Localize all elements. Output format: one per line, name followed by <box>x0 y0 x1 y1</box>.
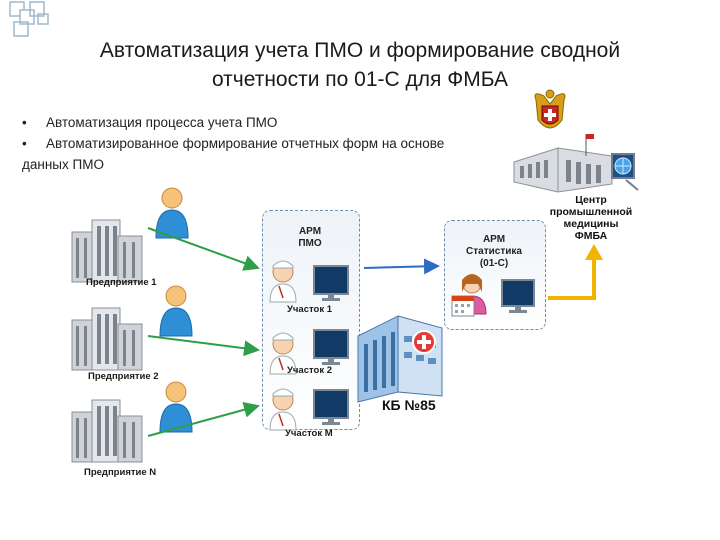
corner-squares <box>9 1 49 37</box>
building-icon <box>71 399 143 463</box>
hospital-icon <box>357 315 443 403</box>
building-icon <box>71 307 143 371</box>
nurse-icon <box>269 388 297 431</box>
bullet-symbol: • <box>22 136 27 151</box>
globe-icon <box>611 153 639 191</box>
building-icon <box>71 219 143 283</box>
calendar-icon <box>451 295 475 317</box>
coat-of-arms-icon <box>534 89 566 129</box>
arrow-head <box>585 244 603 260</box>
bullet-text: Автоматизация процесса учета ПМО <box>46 115 278 130</box>
enterprise-label: Предприятие 1 <box>86 277 157 288</box>
arm-statistics-label: АРМ Статистика (01-С) <box>466 234 522 269</box>
bullet-continuation: данных ПМО <box>22 157 104 172</box>
monitor-icon <box>313 389 349 425</box>
worker-icon <box>159 285 193 337</box>
flow-arrow <box>147 227 260 271</box>
nurse-icon <box>269 260 297 303</box>
center-label: Центр промышленной медицины ФМБА <box>549 194 633 242</box>
page-title: Автоматизация учета ПМО и формирование с… <box>99 39 621 91</box>
monitor-icon <box>313 329 349 365</box>
site-label: Участок 1 <box>287 304 332 315</box>
hospital-label: КБ №85 <box>382 397 436 413</box>
site-label: Участок М <box>285 428 333 439</box>
nurse-icon <box>269 332 297 375</box>
enterprise-label: Предприятие 2 <box>88 371 159 382</box>
bullet-item: • Автоматизированное формирование отчетн… <box>22 133 522 154</box>
monitor-icon <box>501 279 535 313</box>
enterprise-label: Предприятие N <box>84 467 157 478</box>
site-label: Участок 2 <box>287 365 332 376</box>
bullet-text: Автоматизированное формирование отчетных… <box>46 136 445 151</box>
flow-arrow <box>548 256 596 300</box>
flow-arrow <box>147 401 260 437</box>
bullet-symbol: • <box>22 115 27 130</box>
bullet-list: • Автоматизация процесса учета ПМО • Авт… <box>22 112 522 175</box>
building-icon <box>513 134 613 193</box>
monitor-icon <box>313 265 349 301</box>
flow-arrow <box>147 335 260 357</box>
worker-icon <box>159 381 193 433</box>
bullet-item: • Автоматизация процесса учета ПМО <box>22 112 522 133</box>
arm-pmo-label: АРМ ПМО <box>298 226 322 249</box>
flow-arrow <box>363 258 440 275</box>
worker-icon <box>155 187 189 239</box>
